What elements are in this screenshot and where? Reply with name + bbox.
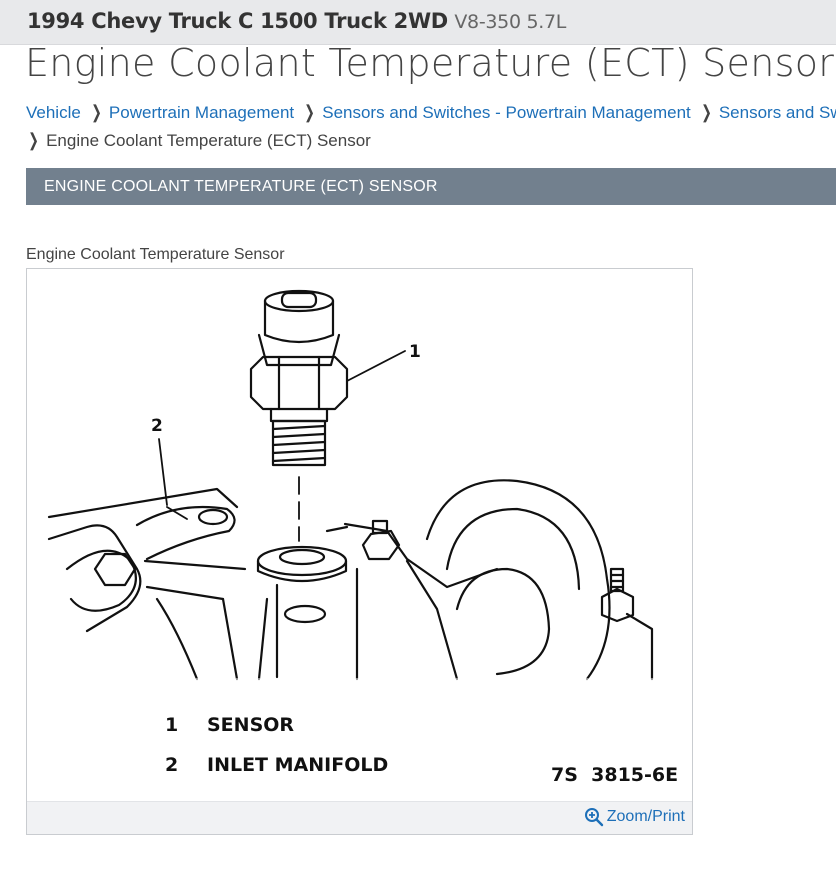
chevron-right-icon: ❯ [91, 102, 102, 122]
zoom-print-link[interactable]: Zoom/Print [584, 807, 685, 827]
sensor-port [256, 545, 348, 624]
chevron-right-icon: ❯ [28, 130, 39, 150]
breadcrumb-link-powertrain-management[interactable]: Powertrain Management [108, 103, 295, 122]
legend-1-label: SENSOR [207, 714, 294, 736]
breadcrumb-current: Engine Coolant Temperature (ECT) Sensor [46, 131, 371, 150]
legend-2-number: 2 [165, 754, 178, 776]
callout-1: 1 [409, 342, 421, 362]
breadcrumb-row-1: Vehicle ❯ Powertrain Management ❯ Sensors an… [26, 98, 836, 126]
breadcrumb-link-vehicle[interactable]: Vehicle [26, 103, 81, 122]
section-header: ENGINE COOLANT TEMPERATURE (ECT) SENSOR [26, 168, 836, 205]
zoom-print-label: Zoom/Print [606, 808, 685, 825]
vehicle-engine: V8-350 5.7L [454, 11, 567, 33]
chevron-right-icon: ❯ [701, 102, 712, 122]
vehicle-bar: 1994 Chevy Truck C 1500 Truck 2WD V8-350… [0, 0, 836, 45]
magnifier-plus-icon [584, 808, 603, 827]
vehicle-model: 1994 Chevy Truck C 1500 Truck 2WD [27, 9, 448, 33]
page-title: Engine Coolant Temperature (ECT) Sensor [25, 41, 835, 85]
chevron-right-icon: ❯ [304, 102, 315, 122]
breadcrumb-link-sensors-switches-2[interactable]: Sensors and Switches - Powertrain Manage… [718, 103, 836, 122]
ect-sensor-diagram: 1 2 1 SENSOR 2 INLET MANIFOLD 7S 3815-6E [26, 289, 693, 786]
callout-2-leader [158, 438, 188, 520]
breadcrumb-row-2: ❯ Engine Coolant Temperature (ECT) Sensor [26, 126, 836, 154]
figure-code: 7S 3815-6E [551, 764, 678, 786]
legend-1-number: 1 [165, 714, 178, 736]
figure-panel: 1 2 1 SENSOR 2 INLET MANIFOLD 7S 3815-6E… [26, 268, 693, 835]
breadcrumb: Vehicle ❯ Powertrain Management ❯ Sensors an… [26, 98, 836, 154]
inlet-manifold [47, 487, 499, 681]
callout-2: 2 [151, 416, 163, 436]
legend-2-label: INLET MANIFOLD [207, 754, 388, 776]
vehicle-title: 1994 Chevy Truck C 1500 Truck 2WD V8-350… [27, 9, 566, 33]
figure-footer: Zoom/Print [27, 801, 692, 834]
figure-caption: Engine Coolant Temperature Sensor [26, 246, 285, 263]
thermostat-housing [361, 479, 654, 681]
sensor-illustration [249, 289, 406, 542]
breadcrumb-link-sensors-switches[interactable]: Sensors and Switches - Powertrain Manage… [322, 103, 691, 122]
